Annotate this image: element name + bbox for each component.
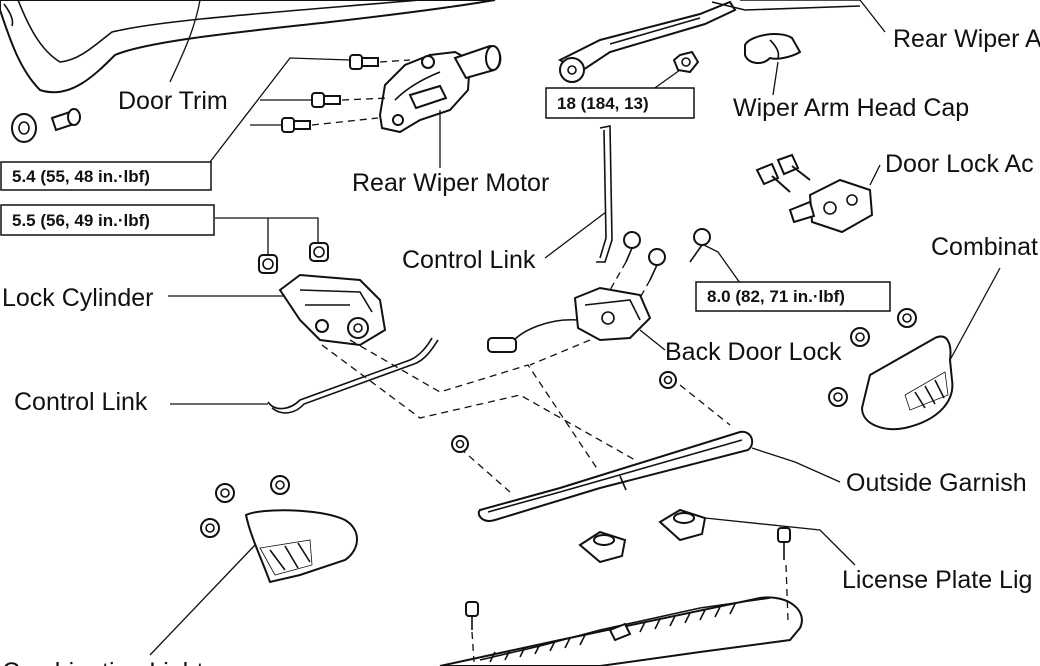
lock-cylinder-bolt	[258, 254, 278, 274]
label-rear-wiper-arm: Rear Wiper A	[893, 25, 1040, 53]
trim-clip	[465, 601, 479, 663]
wiper-arm-head-cap	[744, 33, 802, 64]
rear-wiper-arm	[557, 0, 861, 83]
combination-light-left-nut	[270, 475, 290, 495]
label-rear-wiper-motor: Rear Wiper Motor	[352, 169, 549, 197]
trim-clip	[777, 527, 791, 621]
wiper-motor-bolt	[281, 117, 311, 133]
combination-light-right-nut	[850, 327, 870, 347]
torque-spec-text: 8.0 (82, 71 in.·lbf)	[707, 287, 845, 306]
control-link-upper	[596, 125, 613, 263]
back-door-lower-trim	[439, 596, 803, 666]
label-door-lock-actuator: Door Lock Ac	[885, 150, 1034, 178]
torque-box-back-door-lock: 8.0 (82, 71 in.·lbf)	[695, 281, 891, 312]
door-trim-panel	[0, 0, 496, 94]
lock-cylinder	[278, 273, 387, 347]
license-plate-light	[578, 530, 627, 564]
door-lock-actuator	[788, 178, 874, 234]
torque-spec-text: 5.5 (56, 49 in.·lbf)	[12, 211, 150, 230]
lock-cylinder-bolt	[309, 242, 329, 262]
rear-wiper-motor	[378, 44, 502, 134]
door-lock-actuator-screws	[755, 153, 811, 193]
leader-lines	[149, 0, 1001, 656]
combination-light-right-nut	[897, 308, 917, 328]
wiper-motor-bolt	[349, 54, 379, 70]
label-wiper-arm-head-cap: Wiper Arm Head Cap	[733, 94, 969, 122]
label-door-trim: Door Trim	[118, 87, 228, 115]
combination-light-right	[860, 335, 954, 430]
torque-box-lock-cylinder: 5.5 (56, 49 in.·lbf)	[0, 204, 215, 236]
label-combination-light-right: Combinat	[931, 233, 1038, 261]
torque-box-wiper-arm: 18 (184, 13)	[545, 87, 695, 119]
combination-light-left-nut	[215, 483, 235, 503]
combination-light-left	[244, 509, 358, 584]
back-door-lock-bolt	[648, 248, 666, 281]
label-outside-garnish: Outside Garnish	[846, 469, 1027, 497]
label-license-plate-light: License Plate Lig	[842, 566, 1032, 594]
door-trim-clip	[11, 108, 81, 143]
outside-garnish	[451, 371, 754, 522]
combination-light-right-nut	[828, 387, 848, 407]
label-combination-light-left: Combination Light	[2, 658, 204, 666]
wiper-motor-bolt	[311, 92, 341, 108]
label-control-link-lower: Control Link	[14, 388, 148, 416]
wiper-arm-nut	[672, 50, 700, 74]
label-back-door-lock: Back Door Lock	[665, 338, 842, 366]
label-control-link-upper: Control Link	[402, 246, 536, 274]
back-door-lock	[487, 286, 652, 353]
control-link-lower	[267, 337, 439, 414]
label-lock-cylinder: Lock Cylinder	[2, 284, 153, 312]
back-door-lock-bolt	[623, 231, 641, 263]
license-plate-light	[658, 508, 707, 542]
back-door-lock-bolt	[689, 228, 711, 263]
torque-spec-text: 18 (184, 13)	[557, 94, 649, 113]
combination-light-left-nut	[200, 518, 220, 538]
torque-box-wiper-motor: 5.4 (55, 48 in.·lbf)	[0, 161, 212, 191]
torque-spec-text: 5.4 (55, 48 in.·lbf)	[12, 167, 150, 186]
